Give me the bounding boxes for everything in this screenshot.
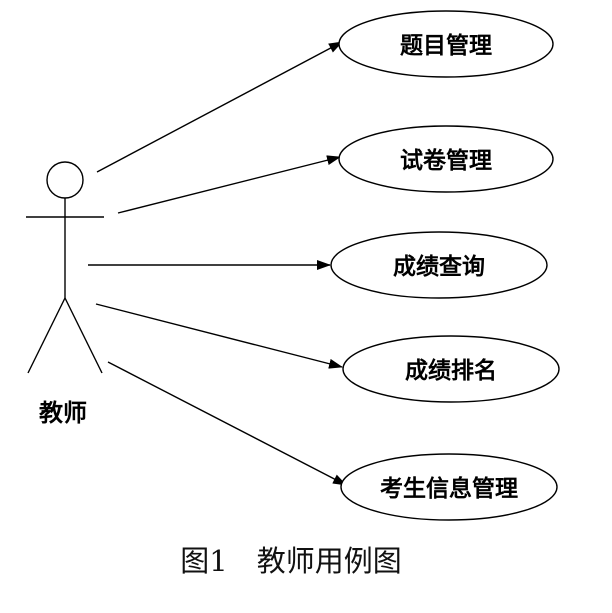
use-case-label: 考生信息管理 [380, 475, 518, 502]
use-case-label: 试卷管理 [400, 147, 492, 174]
use-case-uc4: 成绩排名 [342, 335, 560, 403]
use-case-ellipse [338, 10, 554, 78]
actor-label: 教师 [39, 399, 87, 427]
use-case-ellipse [342, 335, 560, 403]
use-case-ellipse [330, 231, 548, 299]
use-case-label: 成绩查询 [393, 253, 485, 280]
association-arrow-uc1 [96, 41, 343, 173]
use-case-label: 题目管理 [400, 32, 492, 59]
use-case-uc1: 题目管理 [338, 10, 554, 78]
figure-caption: 图1 教师用例图 [180, 544, 401, 578]
association-arrow-uc2 [117, 155, 341, 214]
use-case-uc2: 试卷管理 [338, 125, 554, 193]
use-case-uc3: 成绩查询 [330, 231, 548, 299]
association-arrow-uc5 [107, 361, 347, 486]
association-arrow-uc4 [95, 303, 343, 369]
use-case-ellipse [338, 125, 554, 193]
use-case-ellipse [340, 453, 558, 521]
actor-head [46, 161, 84, 199]
use-case-uc5: 考生信息管理 [340, 453, 558, 521]
actor-left-leg [27, 297, 66, 374]
use-case-label: 成绩排名 [405, 357, 497, 384]
actor-right-leg [64, 297, 103, 374]
actor-figure [26, 161, 104, 374]
